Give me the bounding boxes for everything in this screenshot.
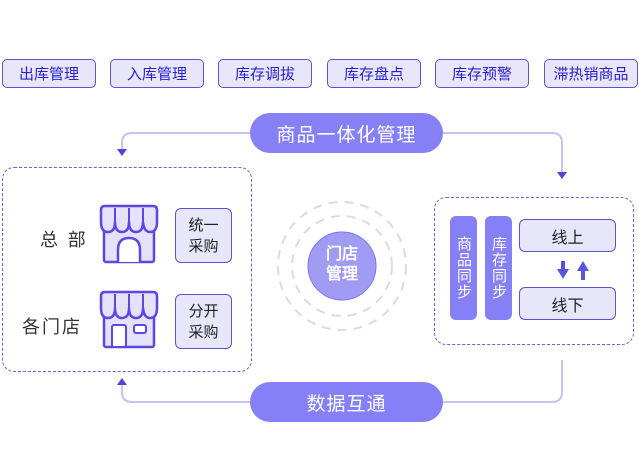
- arrow-up-left-icon: [117, 378, 127, 385]
- tag-best-slow-sellers[interactable]: 滞热销商品: [544, 59, 638, 88]
- arrow-down-right-icon: [557, 172, 567, 179]
- box-offline: 线下: [519, 287, 616, 320]
- box-online: 线上: [519, 219, 616, 252]
- inner-ring: [291, 215, 393, 317]
- tag-transfer[interactable]: 库存调拔: [218, 59, 312, 88]
- tag-alert[interactable]: 库存预警: [435, 59, 529, 88]
- bar-product-sync: 商品同步: [450, 216, 477, 320]
- center-circle: [307, 231, 377, 301]
- left-panel: [2, 167, 252, 372]
- arrow-down-sync-icon: [557, 261, 569, 279]
- label-stores: 各门店: [22, 317, 82, 338]
- center-label: 门店 管理: [318, 244, 366, 284]
- label-headquarters: 总 部: [40, 230, 88, 251]
- separate-purchase-text: 分开采购: [188, 301, 219, 341]
- arrow-up-sync-icon: [577, 261, 589, 280]
- connector-top-left: [121, 132, 252, 150]
- tag-inbound[interactable]: 入库管理: [110, 59, 204, 88]
- tag-outbound[interactable]: 出库管理: [2, 59, 96, 88]
- box-unified-purchase: 统一采购: [175, 208, 232, 263]
- connector-top-right: [440, 132, 563, 172]
- unified-purchase-text: 统一采购: [188, 215, 219, 255]
- outer-ring: [277, 201, 407, 331]
- connector-bottom-right: [440, 360, 563, 403]
- center-label-line2: 管理: [325, 264, 358, 283]
- pill-data-interconnect: 数据互通: [250, 382, 443, 422]
- center-label-line1: 门店: [325, 244, 358, 263]
- connector-bottom-left: [121, 385, 252, 403]
- box-separate-purchase: 分开采购: [175, 294, 232, 349]
- pill-product-management: 商品一体化管理: [250, 113, 443, 153]
- right-panel: [434, 197, 634, 345]
- arrow-down-left-icon: [117, 149, 127, 156]
- bar-inventory-sync: 库存同步: [485, 216, 512, 320]
- tag-stocktake[interactable]: 库存盘点: [327, 59, 421, 88]
